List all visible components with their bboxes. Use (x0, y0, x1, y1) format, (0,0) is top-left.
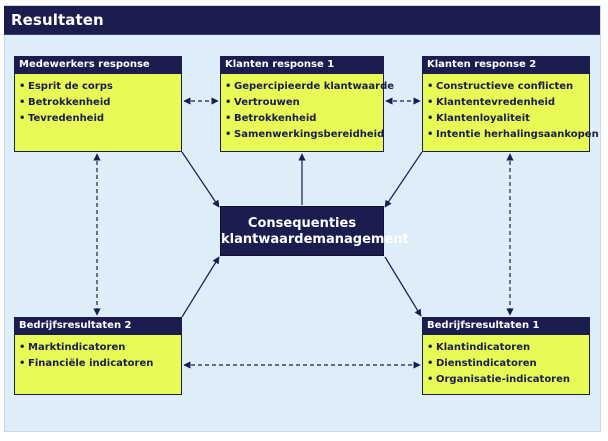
box-title: Klanten response 1 (221, 57, 383, 74)
list-item: •Gepercipieerde klantwaarde (225, 79, 394, 95)
center-line-2: klantwaardemanagement (221, 232, 409, 247)
bullet-icon: • (19, 81, 26, 92)
list-item: •Klantindicatoren (427, 340, 589, 356)
list-item: •Intentie herhalingsaankopen (427, 127, 599, 143)
bullet-icon: • (225, 97, 232, 108)
item-list: •Marktindicatoren •Financiële indicatore… (15, 340, 181, 372)
bullet-icon: • (19, 97, 26, 108)
list-item: •Tevredenheid (19, 111, 181, 127)
arrow-klanten2-to-center (384, 151, 423, 208)
item-list: •Klantindicatoren •Dienstindicatoren •Or… (423, 340, 589, 388)
item-list: •Esprit de corps •Betrokkenheid •Tevrede… (15, 79, 181, 127)
center-line-1: Consequenties (247, 216, 357, 231)
arrow-center-to-bedrijf1 (384, 256, 422, 317)
list-item: •Betrokkenheid (19, 95, 181, 111)
list-item: •Klantentevredenheid (427, 95, 589, 111)
bullet-icon: • (427, 81, 434, 92)
box-klanten-response-2: Klanten response 2 •Constructieve confli… (422, 56, 599, 152)
list-item: •Marktindicatoren (19, 340, 181, 356)
bullet-icon: • (19, 342, 26, 353)
bullet-icon: • (427, 113, 434, 124)
list-item: •Betrokkenheid (225, 111, 383, 127)
center-box-consequenties: Consequenties klantwaardemanagement (220, 206, 409, 256)
list-item: •Samenwerkingsbereidheid (225, 127, 384, 143)
list-item: •Financiële indicatoren (19, 356, 181, 372)
box-medewerkers-response: Medewerkers response •Esprit de corps •B… (14, 56, 182, 152)
list-item: •Constructieve conflicten (427, 79, 589, 95)
box-title: Bedrijfsresultaten 2 (15, 318, 181, 335)
item-list: •Constructieve conflicten •Klantentevred… (423, 79, 599, 143)
title-bar: Resultaten (4, 6, 600, 35)
box-klanten-response-1: Klanten response 1 •Gepercipieerde klant… (220, 56, 394, 152)
list-item: •Klantenloyaliteit (427, 111, 589, 127)
diagram-title: Resultaten (11, 11, 104, 29)
box-bedrijfsresultaten-2: Bedrijfsresultaten 2 •Marktindicatoren •… (14, 317, 182, 395)
bullet-icon: • (427, 374, 434, 385)
list-item: •Vertrouwen (225, 95, 383, 111)
box-title: Bedrijfsresultaten 1 (423, 318, 589, 335)
box-title: Medewerkers response (15, 57, 181, 74)
list-item: •Organisatie-indicatoren (427, 372, 589, 388)
bullet-icon: • (427, 129, 434, 140)
bullet-icon: • (427, 342, 434, 353)
list-item: •Dienstindicatoren (427, 356, 589, 372)
bullet-icon: • (225, 113, 232, 124)
arrow-medewerkers-to-center (181, 151, 220, 208)
bullet-icon: • (225, 81, 232, 92)
box-bedrijfsresultaten-1: Bedrijfsresultaten 1 •Klantindicatoren •… (422, 317, 590, 395)
bullet-icon: • (427, 97, 434, 108)
item-list: •Gepercipieerde klantwaarde •Vertrouwen … (221, 79, 394, 143)
bullet-icon: • (427, 358, 434, 369)
bullet-icon: • (225, 129, 232, 140)
list-item: •Esprit de corps (19, 79, 181, 95)
bullet-icon: • (19, 358, 26, 369)
bullet-icon: • (19, 113, 26, 124)
box-title: Klanten response 2 (423, 57, 589, 74)
arrow-bedrijf2-to-center (181, 256, 220, 318)
